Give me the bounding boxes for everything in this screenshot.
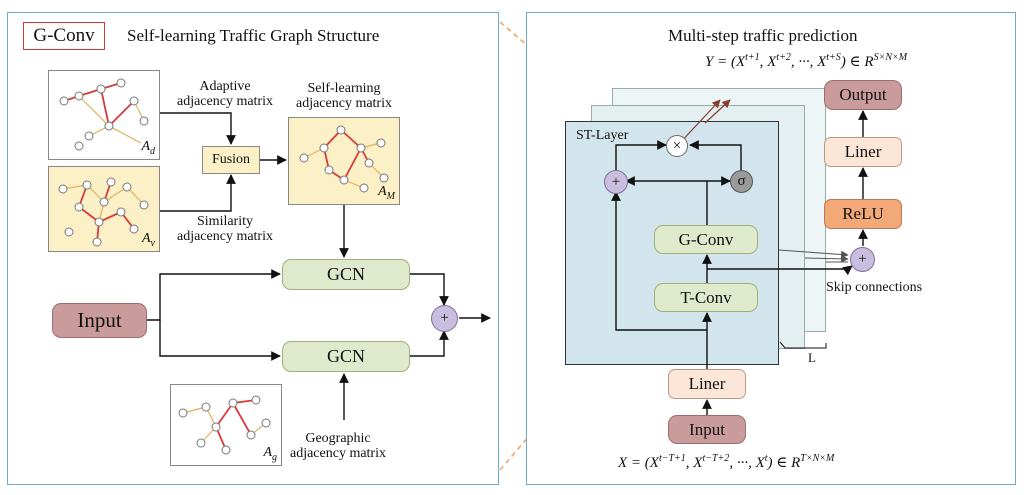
layer-count-bracket <box>779 341 827 349</box>
gcn-top-box: GCN <box>282 259 410 290</box>
graph-av-label: Av <box>141 231 155 249</box>
left-input-box: Input <box>52 303 147 338</box>
output-label: Output <box>839 85 887 104</box>
output-equation: Y = (Xt+1, Xt+2, ···, Xt+S) ∈ RS×N×M <box>705 52 908 70</box>
left-sum-symbol: + <box>440 310 449 326</box>
st-layer-label: ST-Layer <box>576 128 629 143</box>
gconv-tag: G-Conv <box>23 22 105 50</box>
left-panel-title: Self-learning Traffic Graph Structure <box>127 26 380 45</box>
sigmoid-symbol: σ <box>737 173 746 189</box>
multiply-node: × <box>666 135 688 157</box>
gcn-bottom-label: GCN <box>326 346 365 366</box>
liner-bottom-label: Liner <box>688 374 726 393</box>
skip-sum-symbol: + <box>858 251 867 267</box>
fusion-box: Fusion <box>202 146 260 174</box>
tconv-box: T-Conv <box>654 283 758 312</box>
right-panel-title: Multi-step traffic prediction <box>668 26 858 45</box>
right-input-label: Input <box>689 419 725 439</box>
gconv-label: G-Conv <box>678 229 734 249</box>
input-equation: X = (Xt−T+1, Xt−T+2, ···, Xt) ∈ RT×N×M <box>618 453 835 471</box>
left-input-label: Input <box>77 308 122 332</box>
gcn-bottom-box: GCN <box>282 341 410 372</box>
self-learning-graph-drawing <box>299 125 389 193</box>
skip-connections-label: Skip connections <box>826 280 923 295</box>
graph-am-label: AM <box>378 184 395 202</box>
multiply-symbol: × <box>672 137 682 154</box>
graph-ad-label: Ad <box>141 139 155 157</box>
liner-top-label: Liner <box>844 142 882 161</box>
output-box: Output <box>824 80 902 110</box>
liner-bottom-box: Liner <box>668 369 746 399</box>
similarity-graph-drawing <box>58 177 149 247</box>
gconv-tag-label: G-Conv <box>33 25 95 46</box>
geographic-graph-drawing <box>178 395 271 455</box>
tconv-label: T-Conv <box>680 287 732 307</box>
right-input-box: Input <box>668 415 746 444</box>
relu-label: ReLU <box>842 204 884 223</box>
skip-sum-node: + <box>850 247 875 272</box>
gcn-top-label: GCN <box>326 264 365 284</box>
layer-count-label: L <box>808 350 816 365</box>
graph-ag-label: Ag <box>263 445 277 463</box>
right-sum-symbol: + <box>611 173 621 190</box>
adaptive-graph: Ad <box>48 70 160 160</box>
liner-top-box: Liner <box>824 137 902 167</box>
geographic-graph: Ag <box>170 384 282 466</box>
fusion-label: Fusion <box>211 152 251 167</box>
sigmoid-node: σ <box>730 170 753 193</box>
relu-box: ReLU <box>824 199 902 229</box>
right-sum-node: + <box>604 170 628 194</box>
self-learning-graph: AM <box>288 117 400 205</box>
gconv-box: G-Conv <box>654 225 758 254</box>
adaptive-graph-drawing <box>59 78 149 151</box>
left-sum-node: + <box>431 305 458 332</box>
similarity-graph: Av <box>48 166 160 252</box>
